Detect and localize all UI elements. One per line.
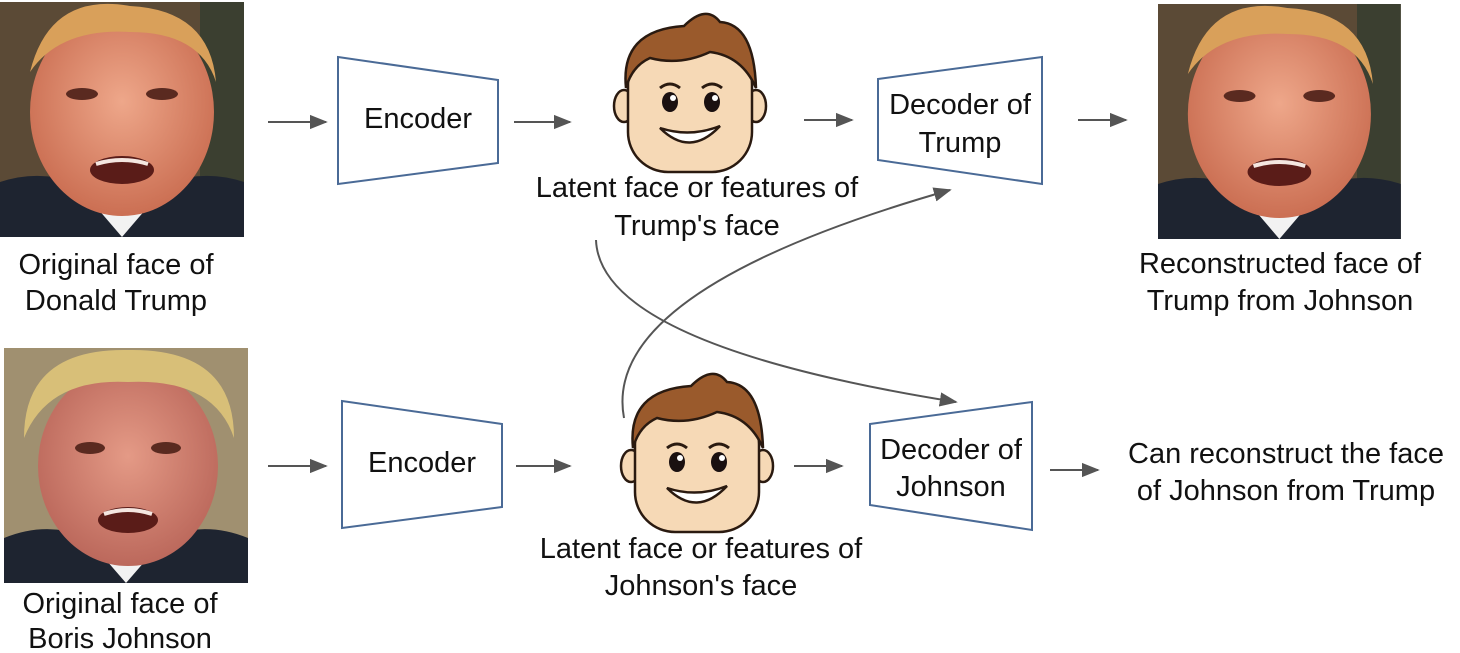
johnson-result-caption-line2: of Johnson from Trump xyxy=(1137,475,1435,507)
johnson-original-photo xyxy=(2,346,250,585)
johnson-encoder-box xyxy=(341,399,503,530)
johnson-latent-caption-line2: Johnson's face xyxy=(605,570,798,602)
trump-encoder-label: Encoder xyxy=(364,103,472,135)
johnson-original-caption-line1: Original face of xyxy=(22,588,218,620)
cross-arrow-johnson-latent-to-trump-decoder xyxy=(621,187,952,419)
trump-original-photo xyxy=(0,0,246,239)
johnson-result-caption-line1: Can reconstruct the face xyxy=(1128,438,1444,470)
trump-latent-caption-line2: Trump's face xyxy=(614,210,780,242)
johnson-latent-caption-line1: Latent face or features of xyxy=(540,533,863,565)
trump-encoder-box xyxy=(337,55,499,186)
trump-latent-cartoon-face-icon xyxy=(612,12,768,174)
row-johnson: Original face of Boris Johnson Encoder L… xyxy=(2,346,1444,653)
trump-decoder-label-line2: Trump xyxy=(919,127,1002,159)
trump-original-caption-line2: Donald Trump xyxy=(25,285,207,317)
row-trump: Original face of Donald Trump Encoder La… xyxy=(0,0,1422,317)
johnson-decoder-label-line2: Johnson xyxy=(896,471,1006,503)
johnson-latent-cartoon-face-icon xyxy=(619,372,775,534)
johnson-original-caption-line2: Boris Johnson xyxy=(28,623,212,653)
reconstructed-caption-line2: Trump from Johnson xyxy=(1147,285,1413,317)
johnson-decoder-label-line1: Decoder of xyxy=(880,434,1023,466)
johnson-decoder-box xyxy=(869,400,1033,532)
trump-decoder-label-line1: Decoder of xyxy=(889,89,1032,121)
trump-original-caption-line1: Original face of xyxy=(18,249,214,281)
trump-decoder-box xyxy=(877,55,1043,186)
reconstructed-caption-line1: Reconstructed face of xyxy=(1139,248,1422,280)
cross-arrow-trump-latent-to-johnson-decoder xyxy=(595,239,958,407)
trump-latent-caption-line1: Latent face or features of xyxy=(536,172,859,204)
johnson-encoder-label: Encoder xyxy=(368,447,476,479)
reconstructed-trump-photo xyxy=(1156,2,1403,241)
